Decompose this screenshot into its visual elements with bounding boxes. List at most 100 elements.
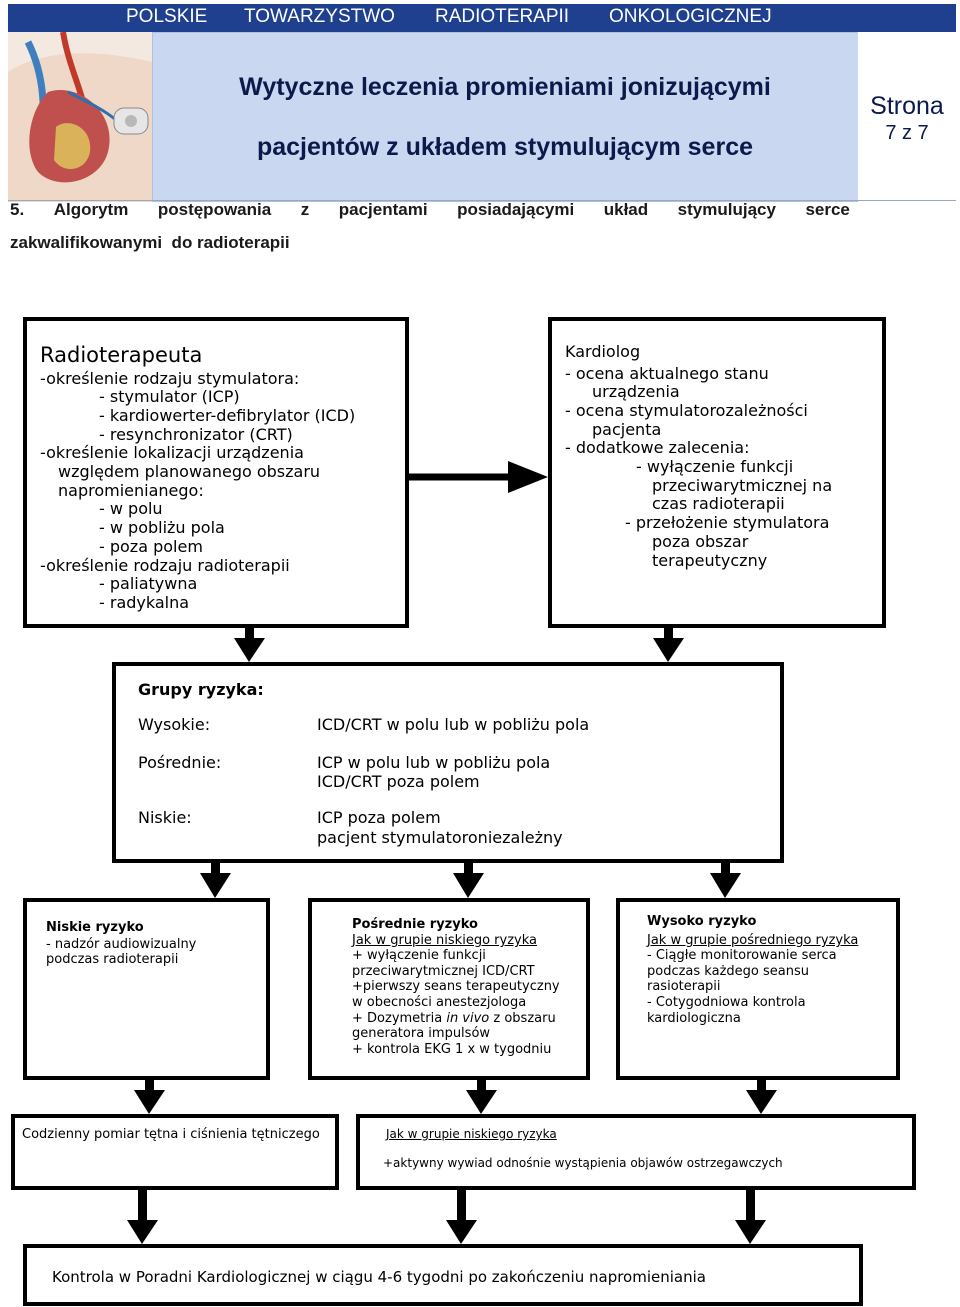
radioterapeuta-line: -określenie lokalizacji urządzenia [40,443,304,462]
risk-group-text: ICP poza polem [317,808,441,827]
section-heading-line2: zakwalifikowanymi do radioterapii [10,233,290,252]
risk-group-label: Niskie: [138,808,192,827]
intermediate-risk-line: generatora impulsów [352,1026,491,1041]
high-risk-ref: Jak w grupie pośredniego ryzyka [647,933,859,948]
page-number-box: Strona 7 z 7 [857,32,956,200]
arrow-down [234,628,265,662]
kardiolog-line: - ocena stymulatorozależności [565,401,808,420]
org-word: POLSKIE [126,6,208,27]
section-word: stymulujący [677,200,776,219]
cardiology-followup-text: Kontrola w Poradni Kardiologicznej w cią… [52,1268,706,1286]
as-low-risk-ref: Jak w grupie niskiego ryzyka [386,1127,557,1141]
kardiolog-line: terapeutyczny [652,551,768,570]
dosimetry-pre: + Dozymetria [352,1011,447,1026]
low-risk-box [23,898,270,1080]
kardiolog-line: poza obszar [652,532,749,551]
section-word: z [300,200,310,219]
high-risk-line: kardiologiczna [647,1011,741,1026]
intermediate-risk-box [308,898,590,1080]
document-title-line1: Wytyczne leczenia promieniami jonizujący… [239,73,771,101]
kardiolog-line: czas radioterapii [652,494,785,513]
radioterapeuta-line: względem planowanego obszaru [58,462,321,481]
high-risk-line: - Cotygodniowa kontrola [647,995,806,1010]
dosimetry-italic: in vivo [446,1011,490,1026]
section-heading: 5. Algorytm postępowania z pacjentami po… [10,200,850,220]
arrow-down [446,1190,477,1244]
risk-group-text: ICP w polu lub w pobliżu pola [317,753,551,772]
section-word: posiadającymi [457,200,575,219]
radioterapeuta-line: - w polu [99,499,163,518]
kardiolog-box [548,317,886,628]
intermediate-risk-dosimetry: + Dozymetria in vivo z obszaru [352,1011,556,1026]
low-risk-line: - nadzór audiowizualny [46,937,197,952]
radioterapeuta-line: napromienianego: [58,481,204,500]
organization-banner: POLSKIE TOWARZYSTWO RADIOTERAPII ONKOLOG… [8,4,956,32]
arrow-down [453,863,484,898]
arrow-down [746,1080,777,1114]
radioterapeuta-line: -określenie rodzaju radioterapii [40,556,290,575]
intermediate-risk-line: +pierwszy seans terapeutyczny [352,979,560,994]
as-low-risk-box [356,1114,916,1190]
kardiolog-line: urządzenia [592,382,680,401]
intermediate-risk-line: + wyłączenie funkcji [352,948,486,963]
risk-group-label: Pośrednie: [138,753,222,772]
cardiology-followup-box [23,1244,863,1306]
intermediate-risk-line: + kontrola EKG 1 x w tygodniu [352,1042,552,1057]
kardiolog-line: - wyłączenie funkcji [636,457,794,476]
radioterapeuta-line: - paliatywna [99,574,198,593]
radioterapeuta-line: - w pobliżu pola [99,518,225,537]
risk-group-text: pacjent stymulatoroniezależny [317,828,563,847]
daily-measurement-text: Codzienny pomiar tętna i ciśnienia tętni… [22,1127,320,1142]
dosimetry-post: z obszaru [489,1011,556,1026]
high-risk-line: - Ciągłe monitorowanie serca [647,948,837,963]
document-title-line2: pacjentów z układem stymulującym serce [256,133,754,161]
radioterapeuta-line: - radykalna [99,593,190,612]
high-risk-box [616,898,900,1080]
radioterapeuta-line: - kardiowerter-defibrylator (ICD) [99,406,356,425]
arrow-down [735,1190,766,1244]
intermediate-risk-title: Pośrednie ryzyko [352,917,478,932]
section-word: pacjentami [338,200,428,219]
arrow-down [200,863,231,898]
risk-group-text: ICD/CRT w polu lub w pobliżu pola [317,715,590,734]
page-label: Strona [870,92,944,120]
low-risk-line: podczas radioterapii [46,952,179,967]
intermediate-risk-line: przeciwarytmicznej ICD/CRT [352,964,535,979]
org-word: TOWARZYSTWO [244,6,395,27]
page-number: 7 z 7 [885,122,929,144]
radioterapeuta-box [23,317,409,628]
arrow-down [710,863,741,898]
arrow-right [409,461,548,493]
radioterapeuta-line: - resynchronizator (CRT) [99,425,293,444]
risk-group-label: Wysokie: [138,715,211,734]
org-word: RADIOTERAPII [435,6,570,27]
risk-groups-box [112,662,784,863]
heart-pacemaker-illustration [8,31,152,202]
kardiolog-title: Kardiolog [565,342,641,361]
arrow-down [653,628,684,662]
kardiolog-line: pacjenta [592,420,662,439]
section-word: 5. [10,200,25,219]
section-word: Algorytm [53,200,129,219]
kardiolog-line: - dodatkowe zalecenia: [565,438,750,457]
risk-groups-title: Grupy ryzyka: [138,680,264,699]
section-word: serce [805,200,850,219]
intermediate-risk-ref: Jak w grupie niskiego ryzyka [352,933,537,948]
arrow-down [134,1080,165,1114]
document-title-box: Wytyczne leczenia promieniami jonizujący… [152,32,858,202]
low-risk-title: Niskie ryzyko [46,920,144,935]
section-word: układ [603,200,649,219]
radioterapeuta-line: - poza polem [99,537,203,556]
section-word: postępowania [157,200,272,219]
kardiolog-line: - ocena aktualnego stanu [565,364,769,383]
radioterapeuta-title: Radioterapeuta [40,343,203,367]
radioterapeuta-line: - stymulator (ICP) [99,387,240,406]
risk-group-text: ICD/CRT poza polem [317,772,480,791]
org-word: ONKOLOGICZNEJ [609,6,772,27]
header-divider [8,200,956,201]
kardiolog-line: - przełożenie stymulatora [625,513,830,532]
intermediate-risk-line: w obecności anestezjologa [352,995,527,1010]
high-risk-title: Wysoko ryzyko [647,914,757,929]
kardiolog-line: przeciwarytmicznej na [652,476,833,495]
